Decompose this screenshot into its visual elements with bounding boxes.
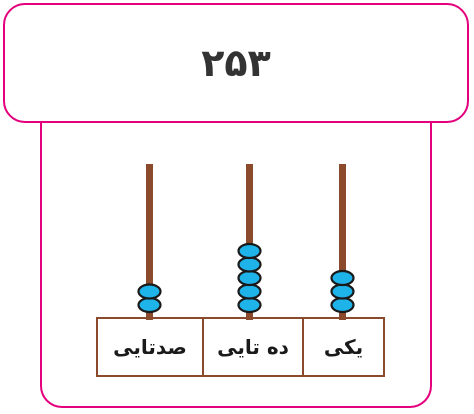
abacus-card-frame <box>40 100 432 408</box>
bead <box>237 256 262 273</box>
rod-ones <box>339 164 346 320</box>
label-tens: ده تایی <box>217 335 289 359</box>
bead <box>237 269 262 287</box>
bead <box>330 296 355 314</box>
bead <box>237 296 262 314</box>
label-ones: یکی <box>323 335 364 359</box>
bead <box>237 242 262 260</box>
base-cell-ones <box>302 317 385 377</box>
abacus-base <box>96 317 385 377</box>
rod-hundreds <box>146 164 153 320</box>
abacus-rods <box>146 164 346 320</box>
bead <box>237 283 262 300</box>
beads-tens <box>237 242 262 314</box>
number-text: ۲۵۳ <box>201 41 271 85</box>
bead <box>330 283 355 300</box>
beads-hundreds <box>137 283 162 314</box>
rod-tens <box>246 164 253 320</box>
beads-ones <box>330 269 355 314</box>
label-hundreds: صدتایی <box>113 335 187 359</box>
bead <box>137 296 162 314</box>
number-display: ۲۵۳ <box>3 3 469 123</box>
abacus-beads <box>137 242 355 314</box>
bead <box>137 283 162 300</box>
bead <box>330 269 355 287</box>
